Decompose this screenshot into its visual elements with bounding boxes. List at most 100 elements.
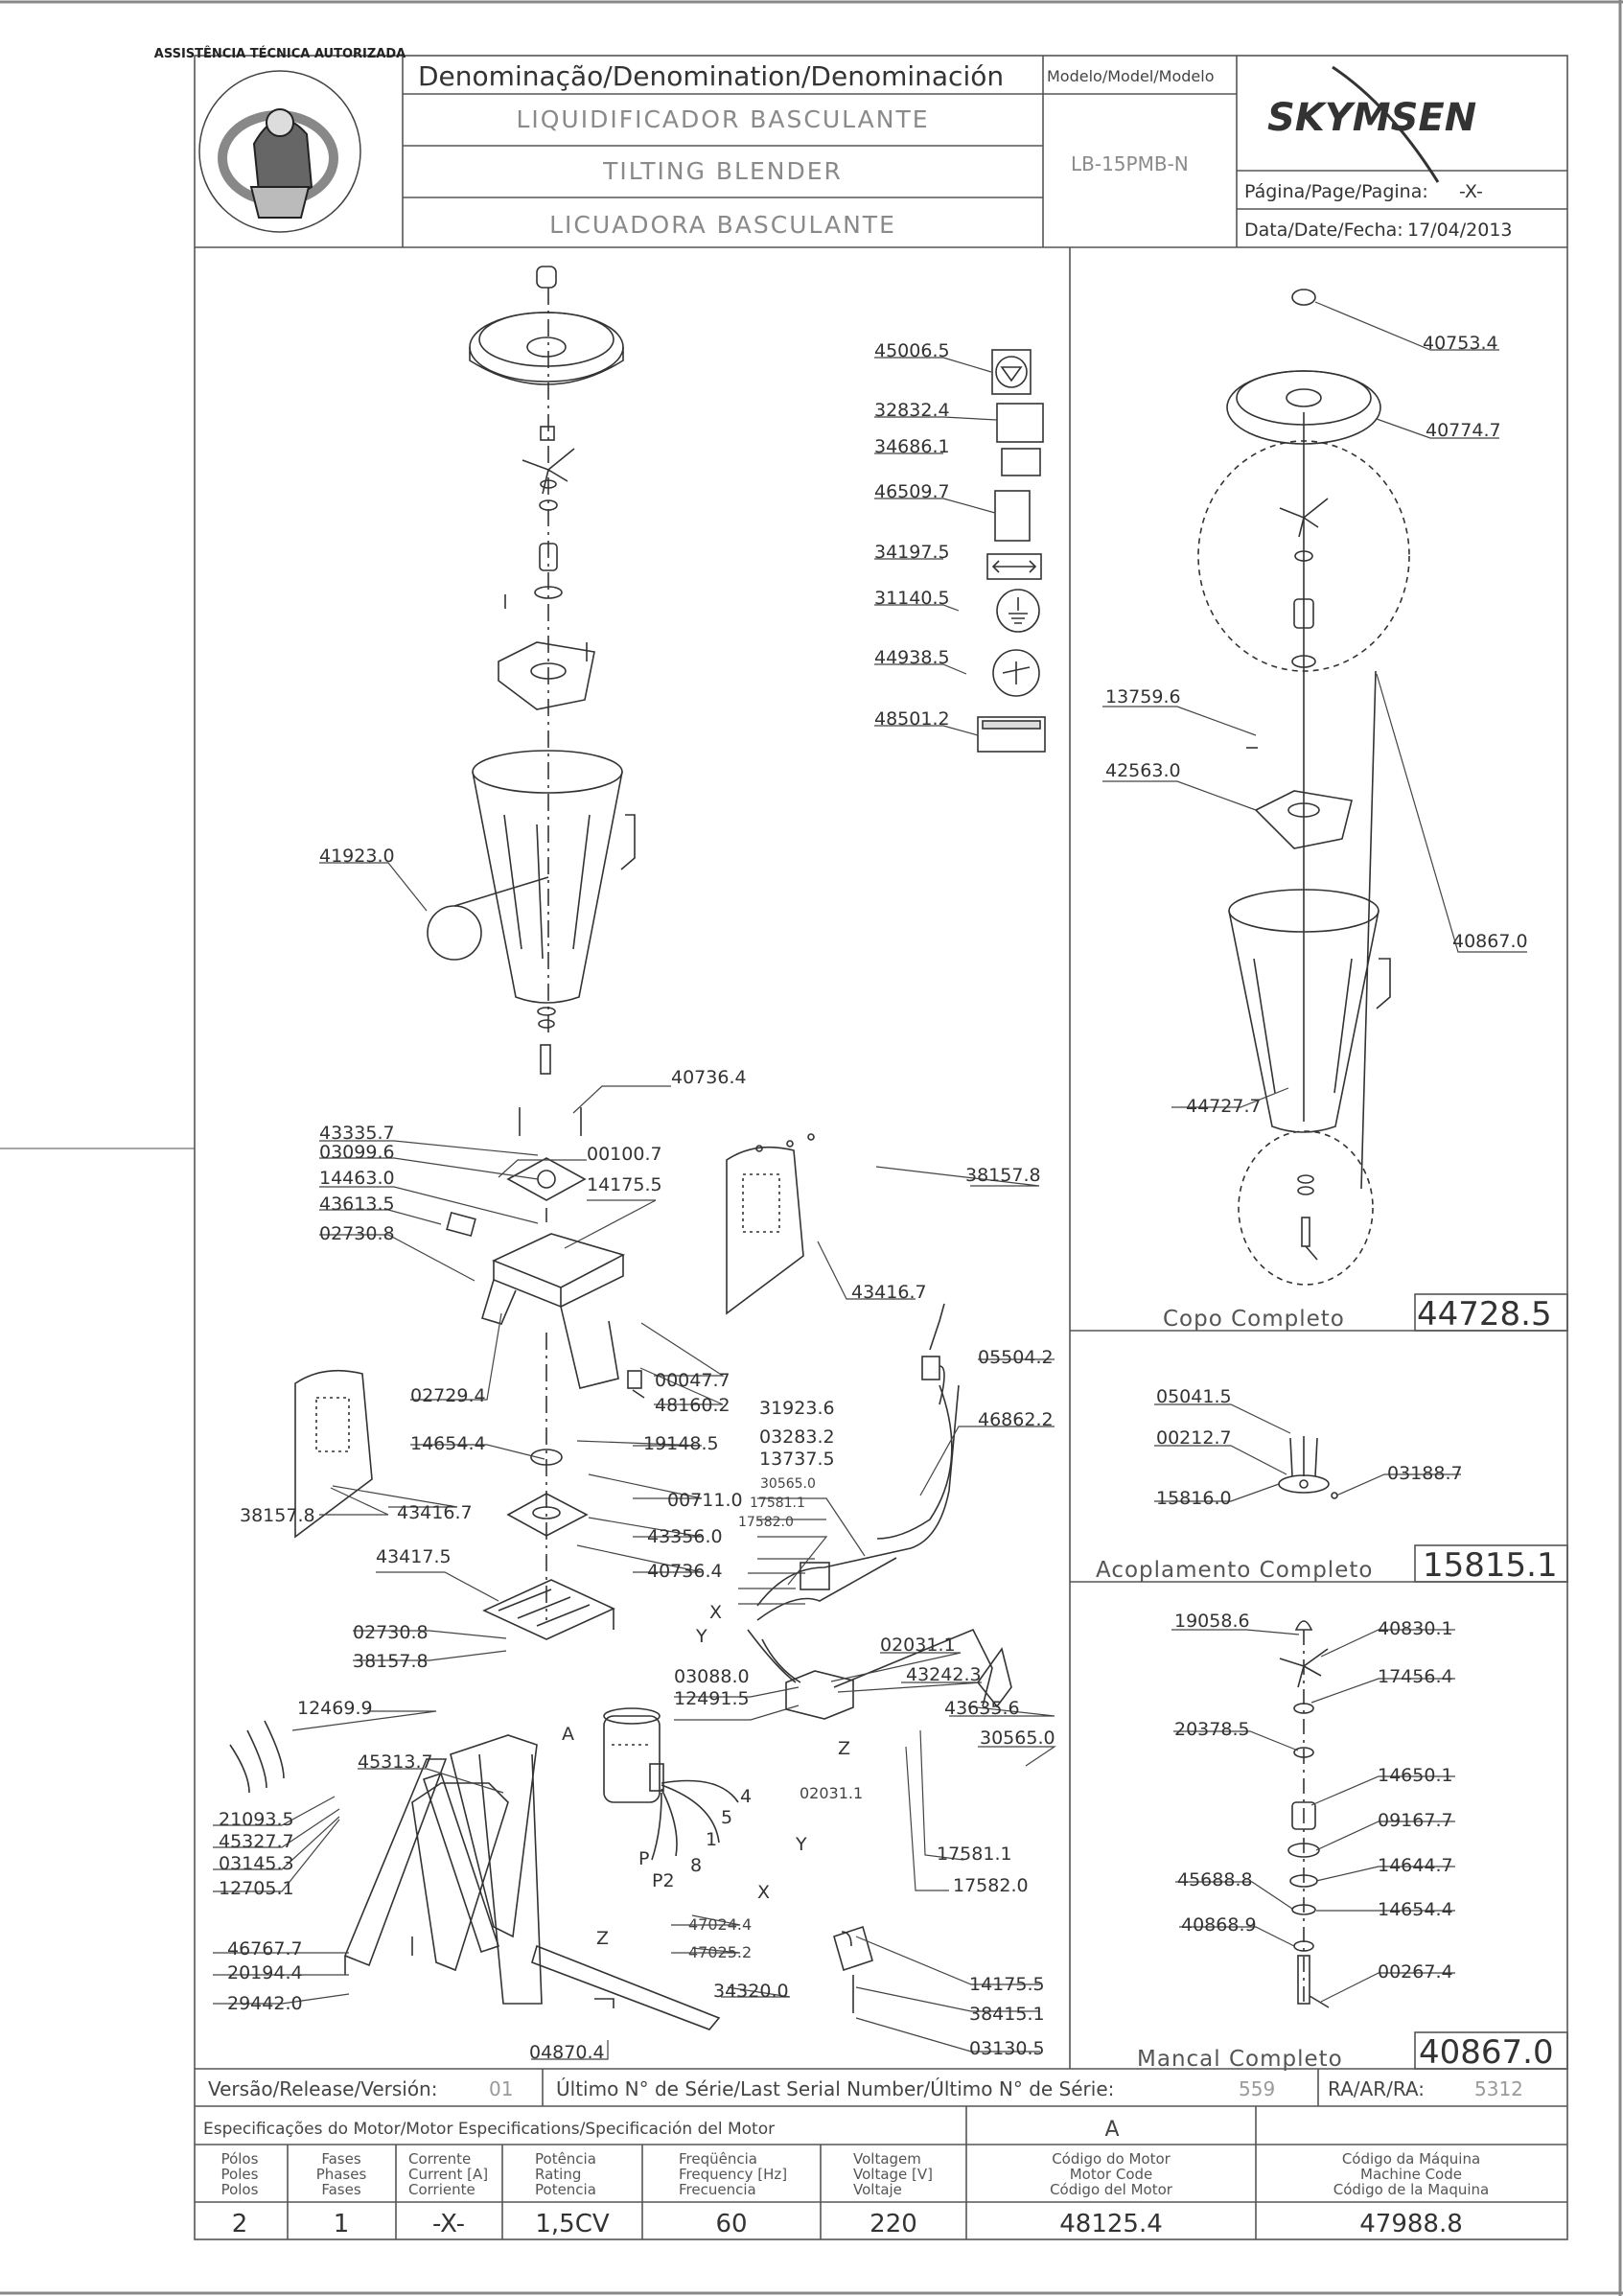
motor-ref-label: A (562, 1724, 574, 1745)
brand-logo: SKYMSEN (1267, 65, 1476, 183)
ra-value: 5312 (1474, 2077, 1523, 2100)
part-label: 48160.2 (655, 1395, 730, 1416)
serial-value: 559 (1239, 2077, 1275, 2100)
model-value: LB-15PMB-N (1071, 152, 1189, 175)
side-guard-left-drawing (294, 1369, 373, 1539)
header-cell: Poles (221, 2166, 259, 2183)
part-label: 40830.1 (1378, 1618, 1453, 1639)
part-label: 14650.1 (1378, 1765, 1453, 1786)
ground-label-icon (996, 589, 1040, 633)
part-label: 03188.7 (1387, 1463, 1463, 1484)
release-row: Versão/Release/Versión: 01 Último N° de … (208, 2077, 1523, 2100)
version-value: 01 (489, 2077, 513, 2100)
part-labels-main: 45006.5 32832.4 34686.1 46509.7 34197.5 … (219, 340, 1055, 2063)
part-label: 46767.7 (227, 1938, 303, 1960)
model-label: Modelo/Model/Modelo (1047, 67, 1214, 85)
main-exploded-view (229, 266, 1012, 2030)
motor-drawing (603, 1707, 739, 1861)
name-es: LICUADORA BASCULANTE (549, 211, 896, 239)
part-label: 14644.7 (1378, 1855, 1453, 1876)
part-label: 15816.0 (1156, 1488, 1232, 1509)
motor-table-title: Especificações do Motor/Motor Especifica… (203, 2120, 775, 2139)
instruction-label-icon (994, 490, 1031, 542)
earth-warning-label-icon (991, 349, 1032, 395)
side-guard-right-drawing (726, 1133, 815, 1315)
part-label: 34686.1 (874, 436, 950, 457)
part-label: 46509.7 (874, 481, 950, 502)
header-cell: Potência (535, 2150, 596, 2168)
header-cell: Frequency [Hz] (679, 2166, 787, 2183)
part-label: 43356.0 (647, 1526, 723, 1547)
wire-label-x2: X (757, 1882, 770, 1903)
denomination-label: Denominação/Denomination/Denominación (418, 60, 1004, 92)
wire-label-x: X (709, 1602, 722, 1623)
header-cell: Phases (316, 2166, 367, 2183)
part-label: 38157.8 (965, 1165, 1041, 1186)
arrow-label-icon (986, 553, 1042, 580)
part-label: 43613.5 (319, 1194, 395, 1215)
part-label: 02730.8 (319, 1223, 395, 1244)
part-label: 32832.4 (874, 400, 950, 421)
part-label: 13737.5 (759, 1449, 835, 1470)
header-cell: Polos (221, 2181, 259, 2198)
part-label: 45327.7 (219, 1831, 294, 1852)
part-label: 43417.5 (376, 1546, 452, 1567)
leader-lines (213, 301, 1527, 2060)
part-label: 43242.3 (906, 1664, 982, 1685)
part-label: 47024.4 (688, 1915, 752, 1934)
part-label: 05504.2 (978, 1347, 1054, 1368)
cord-pieces-drawing (229, 1720, 285, 1794)
part-label: 29442.0 (227, 1993, 303, 2014)
part-label: 48501.2 (874, 708, 950, 730)
part-label: 00047.7 (655, 1370, 730, 1391)
motor-spec-table: Especificações do Motor/Motor Especifica… (203, 2118, 1489, 2238)
part-label: 42563.0 (1105, 760, 1181, 781)
part-label: 45006.5 (874, 340, 950, 361)
name-en: TILTING BLENDER (602, 157, 843, 185)
wire-label-p2: P2 (652, 1870, 675, 1891)
part-label: 31140.5 (874, 588, 950, 609)
part-label: 03283.2 (759, 1426, 835, 1448)
part-label: 03088.0 (674, 1666, 750, 1687)
header-cell: Current [A] (408, 2166, 488, 2183)
wire-label-y: Y (695, 1626, 707, 1647)
wire-label-y2: Y (795, 1834, 807, 1855)
header-cell: Motor Code (1070, 2166, 1153, 2183)
value-cell: 1 (334, 2210, 350, 2238)
corner-bracket-drawing (833, 1925, 873, 2013)
warning-attention-label-icon (977, 716, 1046, 753)
brand-name: SKYMSEN (1267, 96, 1476, 140)
part-label: 20194.4 (227, 1962, 303, 1983)
part-label: 31923.6 (759, 1398, 835, 1419)
part-label: 44727.7 (1186, 1096, 1262, 1117)
part-label: 43416.7 (397, 1502, 473, 1523)
copo-completo-code: 44728.5 (1417, 1295, 1552, 1334)
part-label: 40753.4 (1423, 333, 1498, 354)
assembly-captions: Copo Completo 44728.5 Acoplamento Comple… (1096, 1295, 1558, 2072)
part-label: 46862.2 (978, 1409, 1054, 1430)
value-cell: 47988.8 (1359, 2210, 1463, 2238)
value-cell: 60 (715, 2210, 747, 2238)
wiring-drawing (627, 1303, 1012, 1720)
part-label: 05041.5 (1156, 1386, 1232, 1407)
wire-label-z: Z (838, 1738, 850, 1759)
version-label: Versão/Release/Versión: (208, 2077, 437, 2100)
copo-completo-label: Copo Completo (1163, 1307, 1345, 1332)
part-label: 17582.0 (738, 1515, 794, 1530)
part-label: 00100.7 (587, 1144, 662, 1165)
lid-drawing (469, 266, 624, 385)
value-cell: 1,5CV (535, 2210, 610, 2238)
mancal-completo-code: 40867.0 (1419, 2033, 1554, 2072)
part-label: 38415.1 (969, 2004, 1045, 2025)
header-cell: Freqüência (679, 2150, 757, 2168)
motor-table-headers: Pólos Poles Polos Fases Phases Fases Cor… (221, 2150, 1490, 2198)
part-label: 14654.4 (1378, 1899, 1453, 1920)
svg-text:ASSISTÊNCIA TÉCNICA AUTORIZADA: ASSISTÊNCIA TÉCNICA AUTORIZADA (154, 46, 406, 61)
page-value: -X- (1459, 181, 1483, 202)
mancal-completo-label: Mancal Completo (1137, 2047, 1343, 2072)
part-label: 17456.4 (1378, 1666, 1453, 1687)
part-label: 04870.4 (529, 2042, 605, 2063)
part-label: 30565.0 (980, 1728, 1055, 1749)
